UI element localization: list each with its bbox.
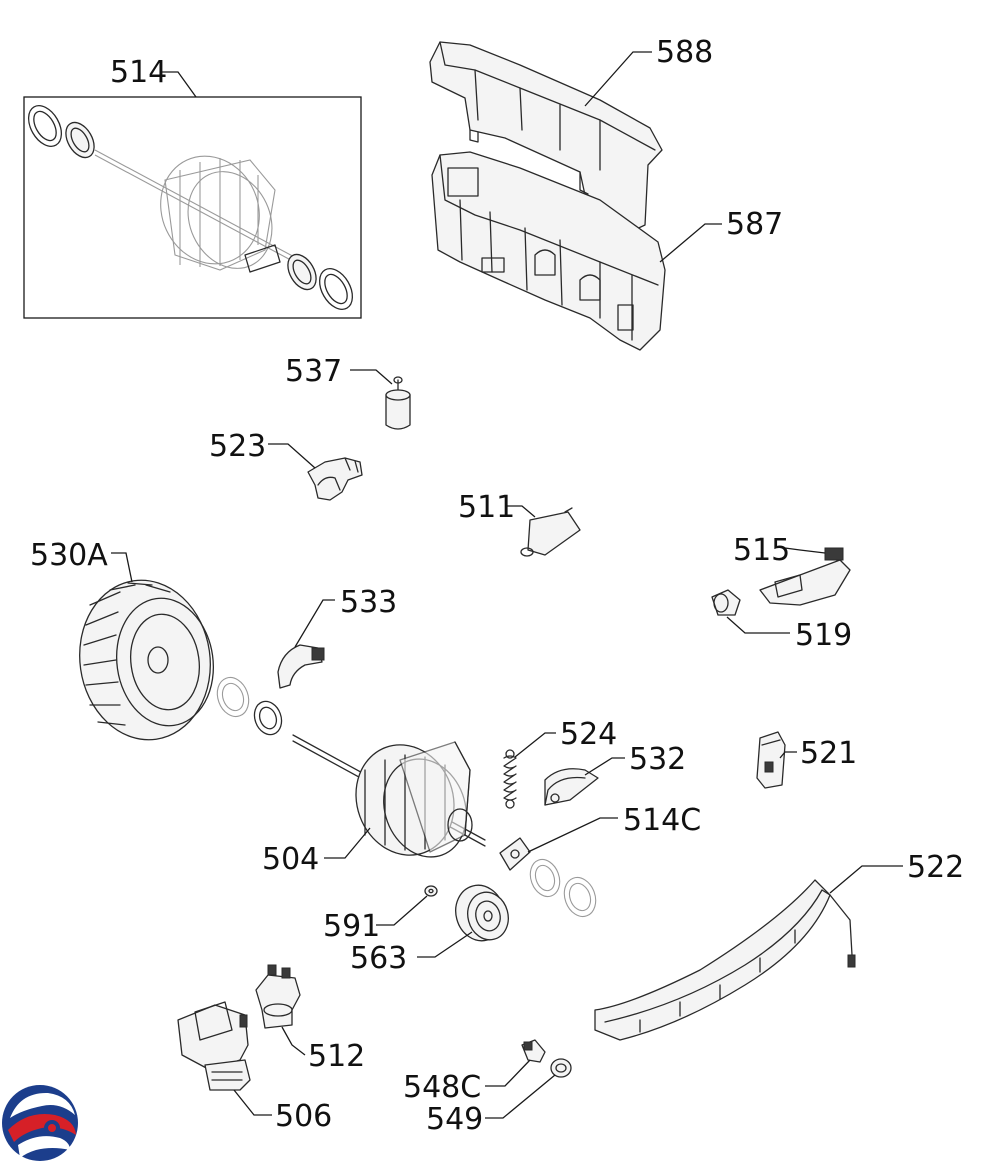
part-519-sensor[interactable] <box>711 589 741 616</box>
callout-563: 563 <box>350 941 407 976</box>
callout-labels: 514 588 587 537 523 511 530A 533 515 519… <box>30 35 964 1137</box>
part-533-brush-holder[interactable] <box>277 644 325 689</box>
part-514-motor-assembly-inset[interactable] <box>22 96 362 319</box>
part-522-duct-with-sensor[interactable] <box>594 879 856 1041</box>
callout-548C: 548C <box>403 1070 481 1105</box>
brand-swirl-logo-icon <box>2 1085 78 1161</box>
callout-533: 533 <box>340 585 397 620</box>
leader-lines <box>111 51 903 1119</box>
callout-519: 519 <box>795 618 852 653</box>
part-537-capacitor[interactable] <box>385 376 411 430</box>
part-524-spring[interactable] <box>503 749 517 809</box>
part-511-capacitor[interactable] <box>520 507 581 557</box>
part-591-washer[interactable] <box>424 885 438 897</box>
part-514C-pad[interactable] <box>499 837 531 871</box>
callout-587: 587 <box>726 207 783 242</box>
callout-522: 522 <box>907 850 964 885</box>
callout-530A: 530A <box>30 538 108 573</box>
callout-511: 511 <box>458 490 515 525</box>
part-bearing-rings-pulley-side <box>529 858 597 918</box>
callout-506: 506 <box>275 1099 332 1134</box>
part-512-pump[interactable] <box>255 964 301 1029</box>
part-548C-connector[interactable] <box>521 1039 546 1063</box>
part-549-grommet[interactable] <box>550 1058 572 1078</box>
callout-588: 588 <box>656 35 713 70</box>
callout-537: 537 <box>285 354 342 389</box>
callout-514: 514 <box>110 55 167 90</box>
part-587-control-board[interactable] <box>431 151 666 351</box>
part-532-guard[interactable] <box>544 768 599 806</box>
callout-512: 512 <box>308 1039 365 1074</box>
callout-532: 532 <box>629 742 686 777</box>
part-521-switch[interactable] <box>756 731 786 789</box>
part-bearing-rings-fan-side <box>216 676 283 736</box>
callout-521: 521 <box>800 736 857 771</box>
callout-524: 524 <box>560 717 617 752</box>
part-523-clip[interactable] <box>307 457 363 501</box>
callout-591: 591 <box>323 909 380 944</box>
callout-515: 515 <box>733 533 790 568</box>
callout-523: 523 <box>209 429 266 464</box>
part-530A-fan-wheel[interactable] <box>69 572 221 749</box>
callout-549: 549 <box>426 1102 483 1137</box>
part-504-motor[interactable] <box>292 731 486 869</box>
part-563-pulley[interactable] <box>450 880 514 947</box>
part-506-drain-pump[interactable] <box>177 1001 251 1091</box>
callout-504: 504 <box>262 842 319 877</box>
part-515-switch[interactable] <box>759 547 851 606</box>
callout-514C: 514C <box>623 803 701 838</box>
